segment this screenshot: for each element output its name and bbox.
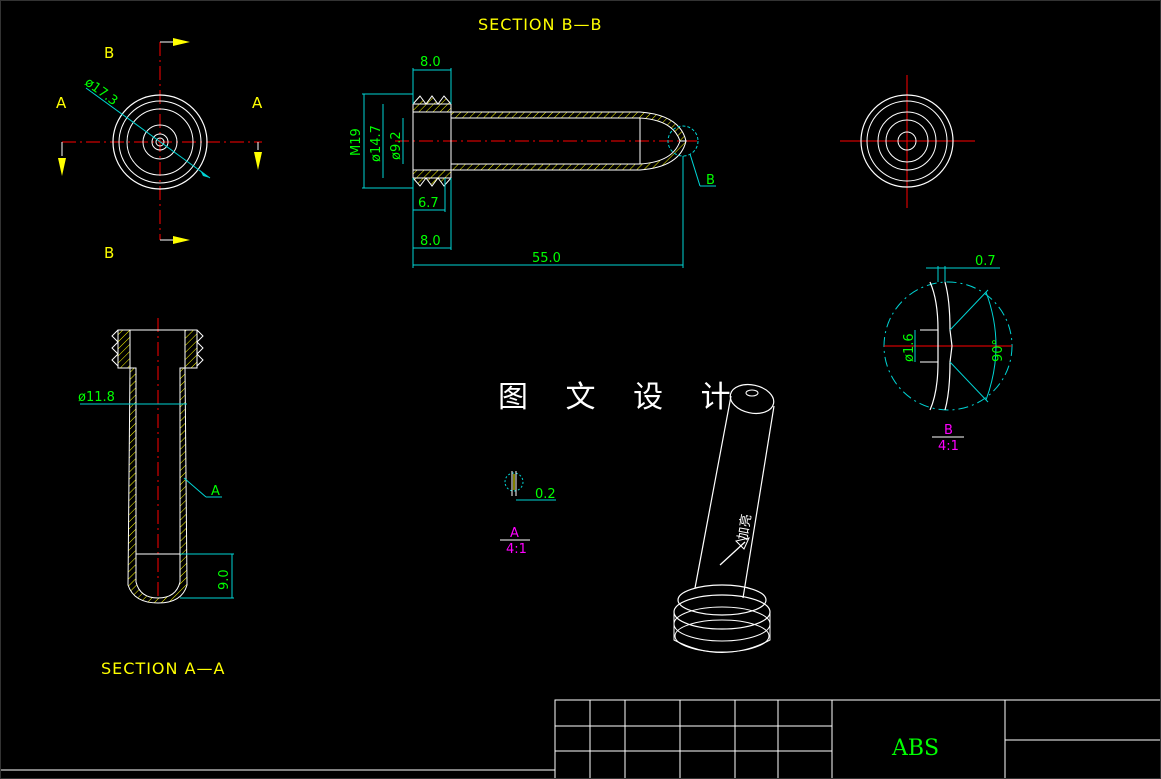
cut-label-b-top: B <box>104 44 114 62</box>
cut-label-b-bottom: B <box>104 244 114 262</box>
dim-m19: M19 <box>349 128 364 156</box>
dim-90-deg: 90° <box>991 339 1006 362</box>
detail-b-scale: 4:1 <box>938 439 959 454</box>
detail-a: 0.2 A 4:1 <box>500 471 556 557</box>
title-block <box>0 699 1161 779</box>
dim-d14-7: ø14.7 <box>369 125 384 162</box>
isometric-engraving: 加亮 <box>735 513 755 541</box>
section-bb: SECTION B—B B 8.0 M19 ø14.7 ø9.2 6.7 <box>349 15 716 268</box>
section-bb-detail-callout: B <box>706 173 715 188</box>
section-aa: ø11.8 9.0 A SECTION A—A <box>78 318 234 678</box>
front-dia-label: ø17.3 <box>82 75 121 109</box>
dim-0-2: 0.2 <box>535 487 556 502</box>
section-aa-title: SECTION A—A <box>101 659 225 678</box>
dim-0-7: 0.7 <box>975 254 996 269</box>
front-view: ø17.3 B B A A <box>56 38 263 262</box>
watermark-text: 图 文 设 计 <box>498 380 745 415</box>
material-label: ABS <box>892 736 940 761</box>
dim-top-8: 8.0 <box>420 55 441 70</box>
isometric-view: 加亮 <box>673 383 775 653</box>
dim-9-0: 9.0 <box>217 569 232 590</box>
dim-d1-6: ø1.6 <box>902 333 917 362</box>
dim-d9-2: ø9.2 <box>389 131 404 160</box>
detail-b-label: B <box>944 423 953 438</box>
dim-d11-8: ø11.8 <box>78 390 115 405</box>
detail-b: 0.7 ø1.6 90° B 4:1 <box>883 254 1013 454</box>
side-view <box>840 75 975 208</box>
dim-6-7: 6.7 <box>418 196 439 211</box>
section-bb-title: SECTION B—B <box>478 15 603 34</box>
dim-55-0: 55.0 <box>532 251 561 266</box>
detail-a-scale: 4:1 <box>506 542 527 557</box>
cut-label-a-left: A <box>56 94 67 112</box>
cut-label-a-right: A <box>252 94 263 112</box>
detail-a-label: A <box>510 526 519 541</box>
section-aa-detail-callout: A <box>211 484 220 499</box>
dim-8-0-bottom: 8.0 <box>420 234 441 249</box>
